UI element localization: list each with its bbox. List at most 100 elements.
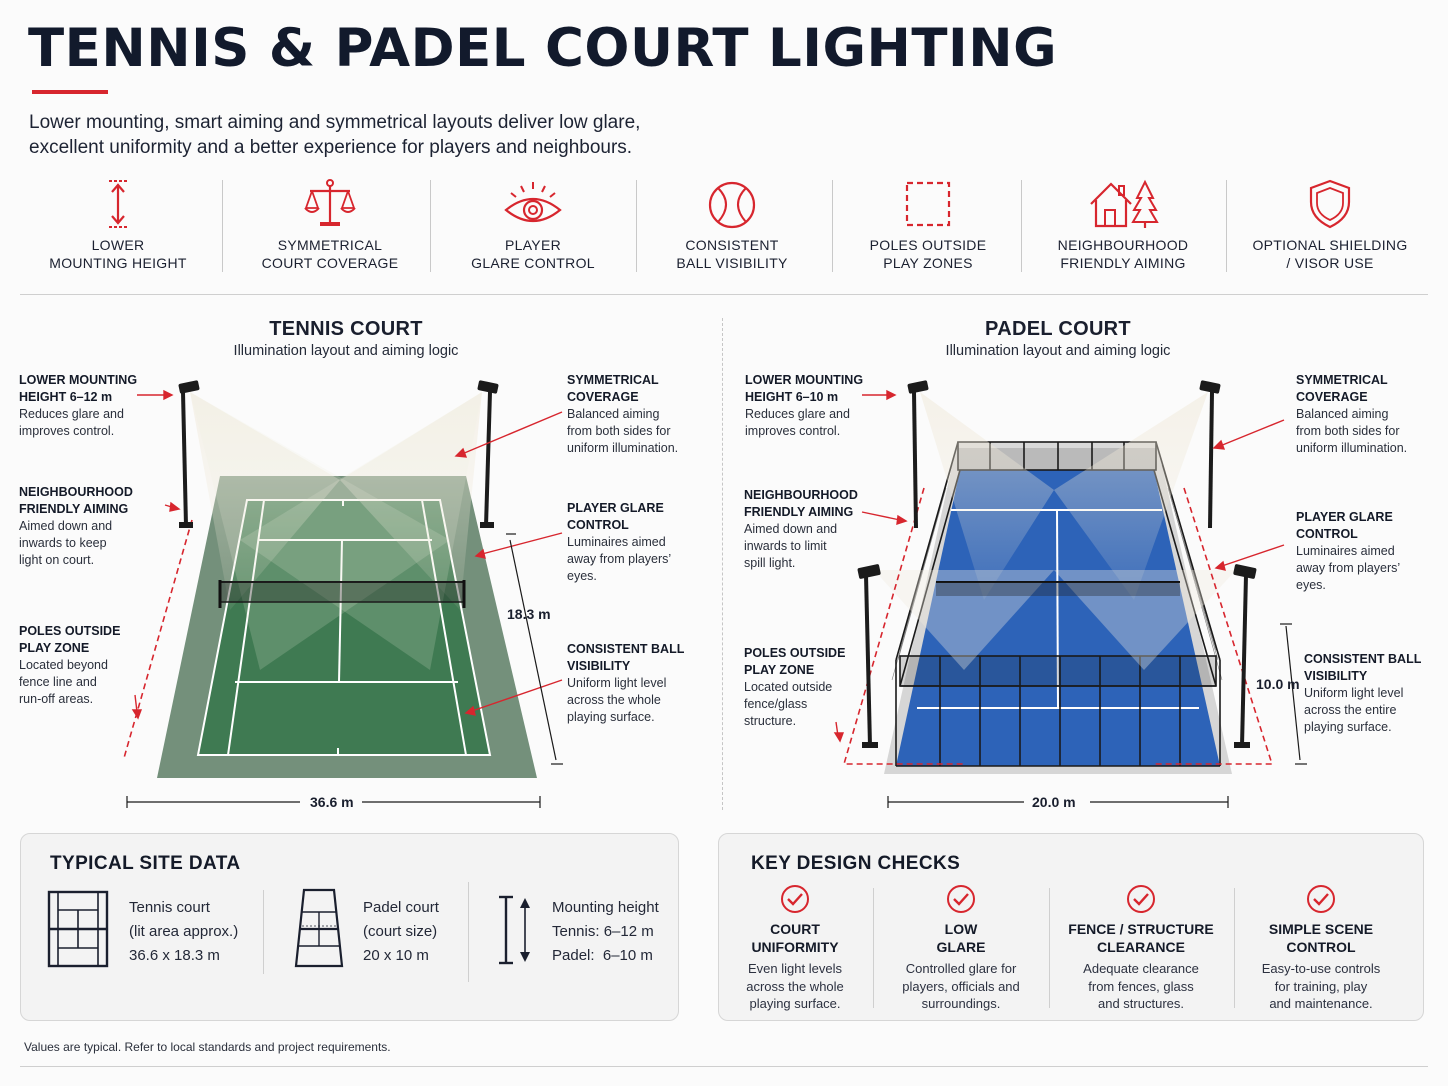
padel-court-diagram [833,380,1307,808]
site-text: Padel: 6–10 m [552,947,653,964]
padel-court-icon [294,888,344,968]
callout-heading: LOWER MOUNTING [19,373,138,387]
padel-pole-front-right [1233,564,1257,748]
check-title: UNIFORMITY [751,939,839,955]
tennis-callout-poles: POLES OUTSIDE PLAY ZONE Located beyond f… [19,623,120,708]
callout-heading: CONTROL [1296,527,1358,541]
site-text: 36.6 x 18.3 m [129,947,220,964]
callout-text: across the whole [567,693,661,707]
callout-text: Luminaires aimed [567,535,666,549]
tennis-width-label: 36.6 m [310,794,354,810]
tennis-callout-neighbour: NEIGHBOURHOOD FRIENDLY AIMING Aimed down… [19,484,133,569]
card-divider [1049,888,1050,1008]
callout-heading: COVERAGE [567,390,639,404]
feature-shielding: OPTIONAL SHIELDING / VISOR USE [1232,172,1428,280]
footer-rule [20,1066,1428,1067]
site-mounting-info: Mounting height Tennis: 6–12 m Padel: 6–… [552,896,659,968]
feature-label: SYMMETRICAL [277,237,383,253]
feature-label: OPTIONAL SHIELDING [1252,237,1408,253]
callout-text: Aimed down and [19,519,113,533]
site-text: Padel court [363,899,439,916]
callout-text: playing surface. [567,710,655,724]
design-checks-title: KEY DESIGN CHECKS [751,853,961,874]
check-text-line: Even light levels [748,961,842,976]
tennis-subtitle: Illumination layout and aiming logic [233,343,459,359]
check-title: LOW [944,921,978,937]
tennis-length-label: 18.3 m [507,606,551,622]
check-title: GLARE [936,939,986,955]
balance-scale-icon [304,179,356,226]
callout-text: away from players’ [1296,561,1401,575]
check-title: CLEARANCE [1097,939,1185,955]
feature-divider [832,180,833,272]
page-title: TENNIS & PADEL COURT LIGHTING [28,18,1058,79]
feature-divider [1021,180,1022,272]
feature-symmetrical: SYMMETRICAL COURT COVERAGE [230,172,430,280]
subtitle-line: Lower mounting, smart aiming and symmetr… [29,112,641,133]
padel-callout-ball: CONSISTENT BALL VISIBILITY Uniform light… [1304,651,1421,736]
light-beam [1054,392,1208,600]
check-circle-icon [1307,885,1335,913]
callout-heading: CONSISTENT BALL [567,642,685,656]
check-title: CONTROL [1286,939,1356,955]
pole-zone-boundary [123,519,193,759]
check-text-line: and structures. [1098,996,1184,1011]
callout-heading: SYMMETRICAL [567,373,659,387]
tennis-title: TENNIS COURT [269,318,423,340]
feature-label: PLAYER [504,237,561,253]
tennis-net [218,580,466,608]
site-data-card: TYPICAL SITE DATA Tennis court (lit area… [20,833,679,1021]
callout-heading: CONSISTENT BALL [1304,652,1422,666]
card-divider [263,890,264,974]
tennis-court-surface [198,500,490,755]
check-text-line: players, officials and [902,978,1020,994]
callout-text: light on court. [19,553,95,567]
feature-label: PLAY ZONES [883,255,973,271]
callout-arrows [833,389,1285,743]
callout-text: Luminaires aimed [1296,544,1395,558]
tennis-callout-mounting: LOWER MOUNTING HEIGHT 6–12 m Reduces gla… [19,372,137,440]
footnote: Values are typical. Refer to local stand… [24,1040,391,1054]
callout-heading: PLAY ZONE [744,663,815,677]
light-beam [1054,570,1236,670]
site-text: 20 x 10 m [363,947,429,964]
feature-lower-mounting: LOWER MOUNTING HEIGHT [28,172,208,280]
check-title: FENCE / STRUCTURE [1068,921,1214,937]
site-text: Tennis: 6–12 m [552,923,654,940]
page-subtitle: Lower mounting, smart aiming and symmetr… [29,110,729,160]
callout-text: Located outside [744,680,833,694]
site-data-title: TYPICAL SITE DATA [50,853,241,874]
padel-pole-front-left [857,564,881,748]
callout-text: Aimed down and [744,522,838,536]
check-text-line: Easy-to-use controls [1261,961,1381,976]
feature-neighbour: NEIGHBOURHOOD FRIENDLY AIMING [1030,172,1216,280]
check-text-line: from fences, glass [1088,978,1194,994]
site-text: (lit area approx.) [129,923,239,940]
feature-label: MOUNTING HEIGHT [49,255,187,271]
callout-heading: LOWER MOUNTING [745,373,864,387]
callout-text: Uniform light level [567,676,667,690]
callout-text: inwards to keep [19,536,107,550]
subtitle-line: excellent uniformity and a better experi… [29,137,633,158]
feature-label: NEIGHBOURHOOD [1057,237,1189,253]
check-text: Adequate clearance from fences, glass an… [1059,960,1223,1013]
light-beam [190,392,340,610]
check-text-line: Controlled glare for [905,961,1017,976]
check-item-scene-control: SIMPLE SCENE CONTROL Easy-to-use control… [1245,884,1397,1013]
callout-heading: HEIGHT 6–12 m [19,390,113,404]
tennis-callout-symmetry: SYMMETRICAL COVERAGE Balanced aiming fro… [567,372,678,457]
check-title: COURT [770,921,820,937]
callout-heading: NEIGHBOURHOOD [744,488,858,502]
padel-width-label: 20.0 m [1032,794,1076,810]
callout-text: Balanced aiming [567,407,660,421]
padel-callout-poles: POLES OUTSIDE PLAY ZONE Located outside … [744,645,845,730]
feature-divider [636,180,637,272]
callout-text: fence line and [19,675,97,689]
check-text-line: Adequate clearance [1083,961,1199,976]
light-beam [340,392,482,610]
feature-label: COURT COVERAGE [261,255,399,271]
tennis-pole-left [178,380,200,528]
padel-length-label: 10.0 m [1256,676,1300,692]
site-text: Mounting height [552,899,659,916]
card-divider [873,888,874,1008]
